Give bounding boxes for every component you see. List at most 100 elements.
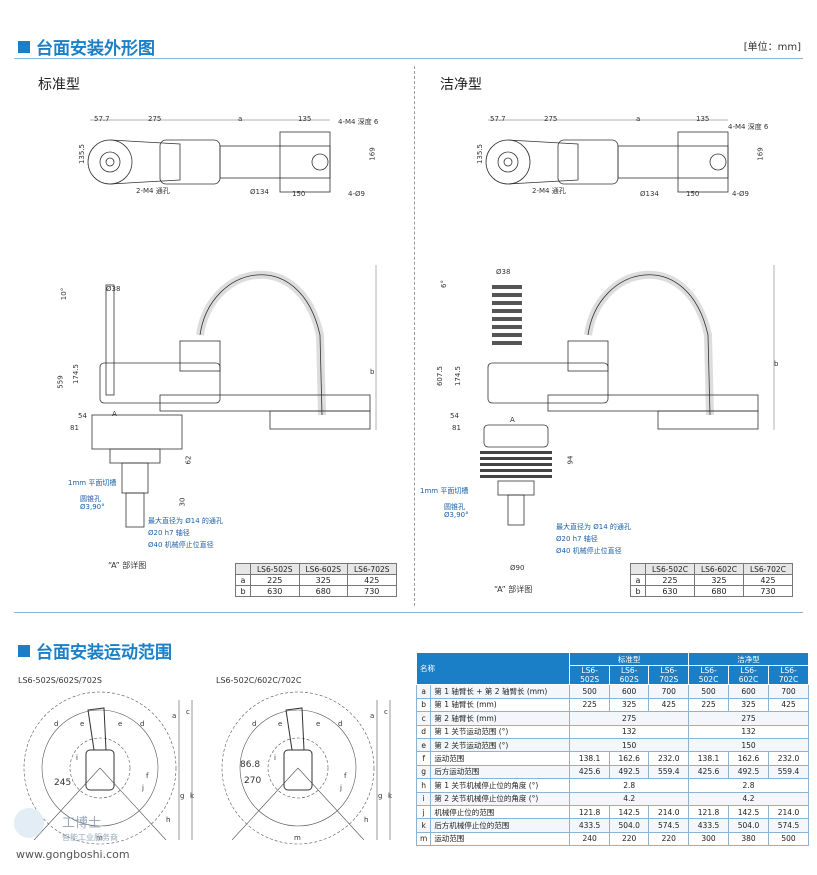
section-rule-2 (14, 612, 803, 613)
label-h7: Ø20 h7 轴径 (148, 529, 190, 537)
dim-135-5: 135.5 (78, 143, 87, 165)
range-right-diagram (221, 691, 391, 845)
range-label-g: g (378, 792, 383, 800)
section-title-range: 台面安装运动范围 (18, 638, 172, 663)
section-title-outline: 台面安装外形图 (18, 34, 155, 59)
dim-30: 30 (178, 497, 187, 507)
dim-62: 62 (184, 455, 193, 465)
range-label-f: f (146, 772, 149, 780)
clean-side-view (480, 265, 775, 526)
range-label-e: e (278, 720, 283, 728)
dim-m4-through: 2-M4 通孔 (136, 187, 170, 195)
section-rule (14, 58, 803, 59)
range-label-h: h (166, 816, 171, 824)
clean-top-view (485, 119, 729, 193)
th-name: 名称 (415, 651, 571, 686)
range-label-245: 245 (54, 778, 72, 788)
dim-169: 169 (756, 147, 765, 161)
th-602c: LS6-602C (693, 563, 744, 575)
standard-top-view (87, 119, 331, 193)
th-model: LS6-602C (728, 665, 769, 686)
th-602s: LS6-602S (298, 563, 348, 575)
dim-a: a (636, 115, 641, 123)
standard-side-view (91, 265, 377, 528)
range-label-h: h (364, 816, 369, 824)
range-label-m: m (96, 834, 103, 842)
dim-275: 275 (148, 115, 162, 123)
dim-4-d9: 4-Ø9 (348, 190, 365, 198)
label-through: 最大直径为 Ø14 的通孔 (556, 523, 631, 531)
range-label-j: j (142, 784, 144, 792)
label-cut: 1mm 平面切槽 (420, 487, 469, 495)
dim-54: 54 (78, 412, 87, 420)
dim-94: 94 (566, 455, 575, 465)
label-stop: Ø40 机械停止位直径 (556, 547, 622, 555)
label-cone: 圆锥孔 (444, 503, 465, 511)
th-502s: LS6-502S (250, 563, 300, 575)
label-a-marker: A (510, 416, 515, 424)
dim-m4-through: 2-M4 通孔 (532, 187, 566, 195)
dim-135: 135 (298, 115, 312, 123)
range-left-diagram (23, 691, 193, 845)
th-standard: 标准型 (569, 651, 690, 667)
label-cone: 圆锥孔 (80, 495, 101, 503)
label-cut: 1mm 平面切槽 (68, 479, 117, 487)
dim-d90: Ø90 (510, 564, 525, 572)
range-label-e2: e (118, 720, 123, 728)
range-label-d: d (252, 720, 257, 728)
range-label-i: i (274, 754, 276, 762)
range-spec-table: 名称 标准型 洁净型 LS6-502S LS6-602S LS6-702S LS… (415, 651, 810, 847)
dim-135: 135 (696, 115, 710, 123)
range-label-i: i (76, 754, 78, 762)
watermark-brand: 工博士 (62, 816, 102, 831)
dim-174-5: 174.5 (72, 363, 81, 385)
range-label-d2: d (338, 720, 343, 728)
range-left-model: LS6-502S/602S/702S (18, 676, 102, 685)
label-cone-angle: Ø3,90° (80, 503, 105, 511)
range-label-g: g (180, 792, 185, 800)
dim-d134: Ø134 (250, 188, 269, 196)
range-label-j: j (340, 784, 342, 792)
column-divider (414, 66, 415, 606)
range-label-d: d (54, 720, 59, 728)
watermark-logo-icon (14, 808, 44, 838)
label-a-marker: A (112, 410, 117, 418)
range-label-c: c (384, 708, 388, 716)
dim-169: 169 (368, 147, 377, 161)
clean-title: 洁净型 (440, 77, 482, 93)
label-detail-a: “A” 部详图 (108, 561, 147, 570)
section-square-icon (18, 40, 30, 53)
dim-4-d9: 4-Ø9 (732, 190, 749, 198)
standard-title: 标准型 (38, 77, 80, 93)
watermark-tagline: 智能工业服务商 (62, 833, 118, 842)
range-label-m: m (294, 834, 301, 842)
dim-57-7: 57.7 (490, 115, 506, 123)
dim-d134: Ø134 (640, 190, 659, 198)
dim-57-7: 57.7 (94, 115, 110, 123)
range-label-e2: e (316, 720, 321, 728)
label-cone-angle: Ø3,90° (444, 511, 469, 519)
dim-m4-depth: 4-M4 深度 6 (728, 123, 769, 131)
dim-b: b (774, 360, 779, 368)
range-label-e: e (80, 720, 85, 728)
dim-10: 10° (60, 287, 69, 301)
range-label-k: k (190, 792, 195, 800)
bellows-top (492, 285, 522, 345)
th-702s: LS6-702S (347, 563, 397, 575)
range-label-86-8: 86.8 (240, 760, 261, 770)
dim-559: 559 (56, 375, 65, 389)
